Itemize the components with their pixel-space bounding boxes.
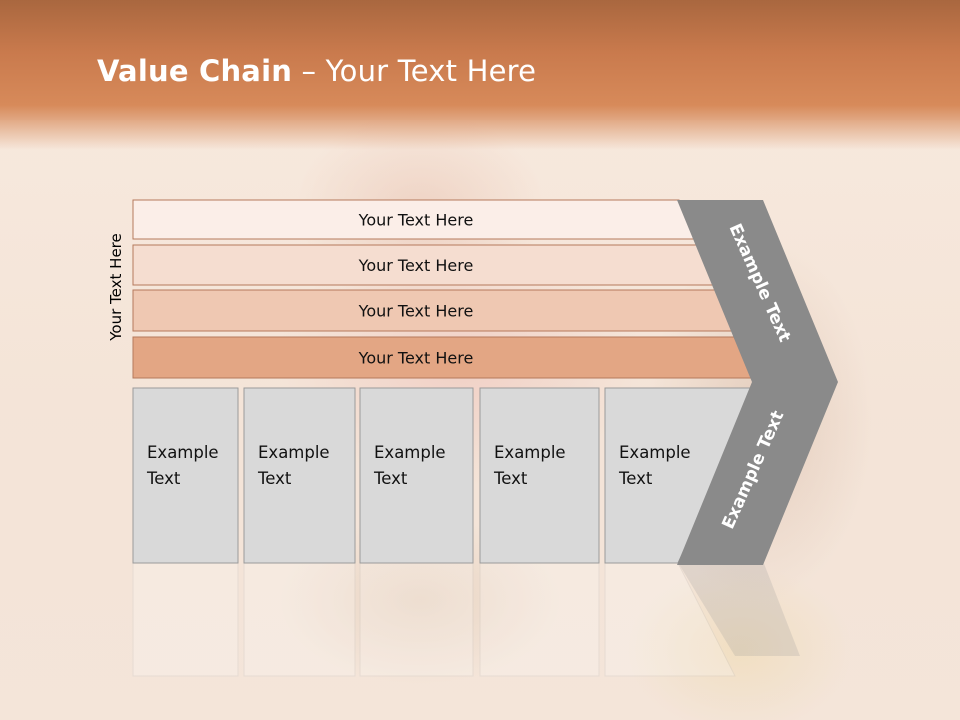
reflection-cell [243, 562, 356, 677]
chevron-arrow [677, 200, 838, 565]
activity-cell-line1: Example [258, 443, 330, 462]
activity-cell [243, 387, 356, 564]
activity-cell-line2: Text [494, 469, 528, 488]
activity-cell [132, 387, 239, 564]
slide-title: Value Chain – Your Text Here [97, 54, 536, 88]
activity-cell-line1: Example [374, 443, 446, 462]
activity-cell-line2: Text [619, 469, 653, 488]
title-band [0, 0, 960, 150]
reflection-mirror [132, 561, 800, 677]
reflection-cell [359, 562, 474, 677]
value-bar-label: Your Text Here [358, 256, 474, 275]
activity-cell [359, 387, 474, 564]
activity-cell-line1: Example [619, 443, 691, 462]
slide-title-rest: – Your Text Here [292, 54, 537, 88]
activity-cell-line2: Text [147, 469, 181, 488]
cells-group [132, 387, 761, 564]
value-bar-label: Your Text Here [358, 211, 474, 230]
value-bar-label: Your Text Here [358, 349, 474, 368]
activity-cell-line1: Example [147, 443, 219, 462]
reflection-cell [479, 562, 600, 677]
reflection-chevron [677, 561, 800, 656]
activity-cell-line2: Text [258, 469, 292, 488]
value-bar-label: Your Text Here [358, 302, 474, 321]
activity-cell-line1: Example [494, 443, 566, 462]
reflection-cell [132, 562, 239, 677]
activity-cell [479, 387, 600, 564]
activity-cell-line2: Text [374, 469, 408, 488]
diagram-reflection [132, 561, 800, 677]
slide-title-bold: Value Chain [97, 54, 293, 88]
